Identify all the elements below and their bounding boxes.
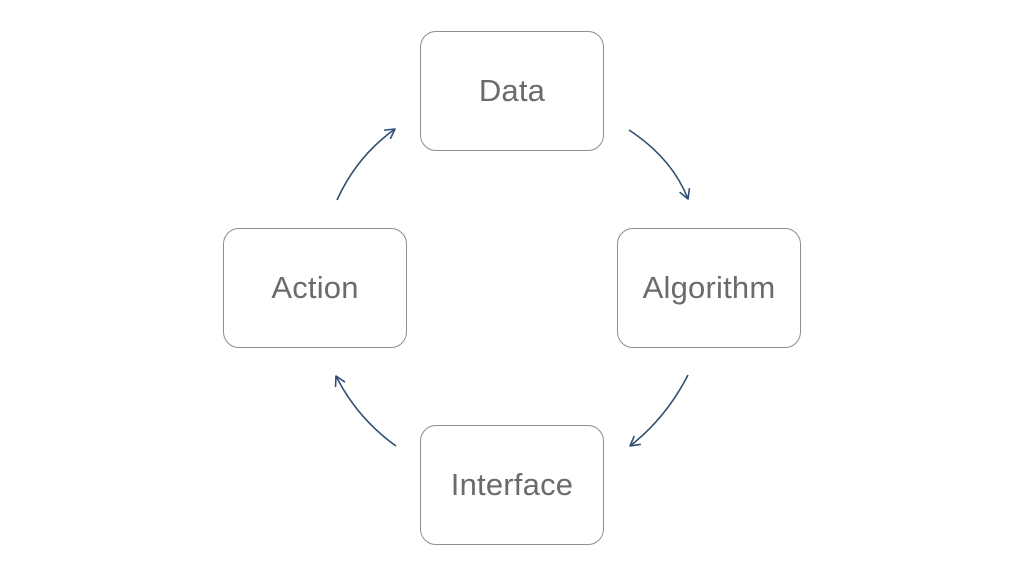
node-data: Data xyxy=(420,31,604,151)
node-algorithm-label: Algorithm xyxy=(642,270,776,305)
arrow-algorithm-to-interface xyxy=(629,374,689,447)
node-action: Action xyxy=(223,228,407,348)
node-algorithm: Algorithm xyxy=(617,228,801,348)
node-data-label: Data xyxy=(478,73,546,108)
node-action-label: Action xyxy=(271,270,359,305)
arrow-data-to-algorithm xyxy=(628,129,691,200)
node-interface: Interface xyxy=(420,425,604,545)
arrow-action-to-data xyxy=(336,128,396,201)
arrow-interface-to-action xyxy=(334,375,397,447)
node-interface-label: Interface xyxy=(450,467,574,502)
